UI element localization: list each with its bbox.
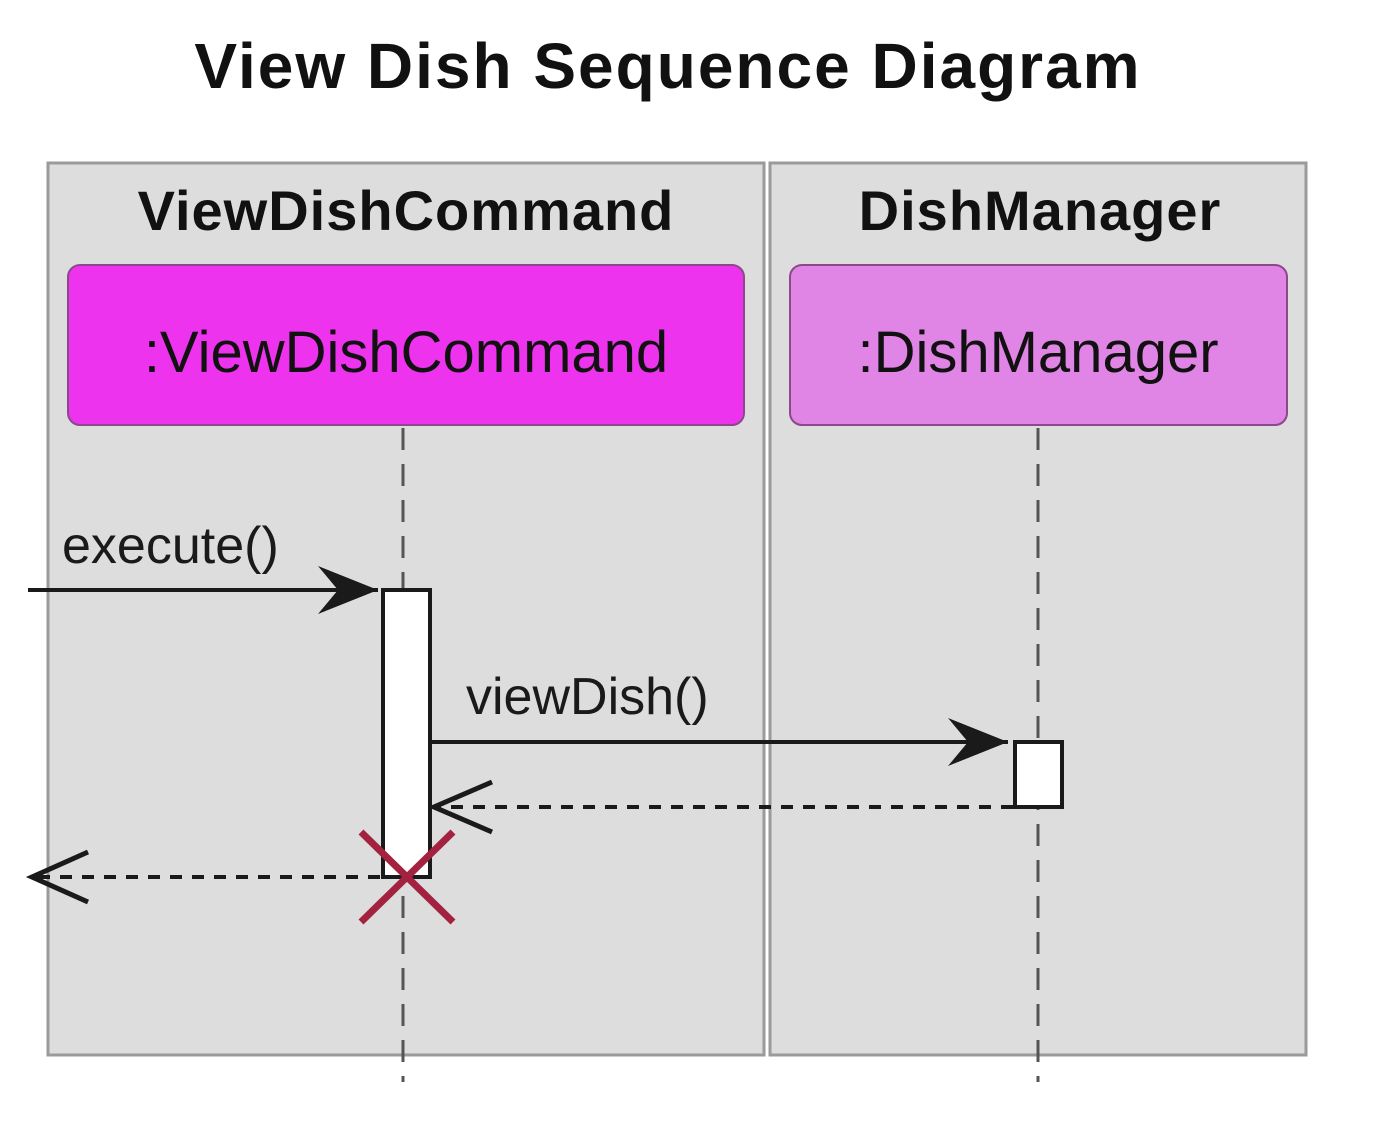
participant-dishmanager	[789, 264, 1288, 426]
arrowhead-return-dishmanager	[427, 779, 493, 835]
message-label-execute: execute()	[62, 517, 279, 575]
activation-bar-dishmanager	[1013, 740, 1064, 809]
participant-viewdishcommand	[67, 264, 745, 426]
arrowhead-return-external	[25, 849, 90, 905]
box-title-dishmanager: DishManager	[859, 179, 1222, 242]
destroy-x-icon	[358, 829, 456, 925]
box-title-viewdishcommand: ViewDishCommand	[138, 179, 675, 242]
arrowhead-viewdish	[948, 718, 1008, 766]
message-label-viewdish: viewDish()	[466, 668, 709, 726]
participant-label-viewdishcommand: :ViewDishCommand	[144, 320, 668, 385]
participant-label-dishmanager: :DishManager	[857, 320, 1218, 385]
diagram-title: View Dish Sequence Diagram	[194, 30, 1141, 102]
arrowhead-execute	[318, 566, 378, 614]
activation-bar-viewdishcommand	[381, 588, 432, 879]
